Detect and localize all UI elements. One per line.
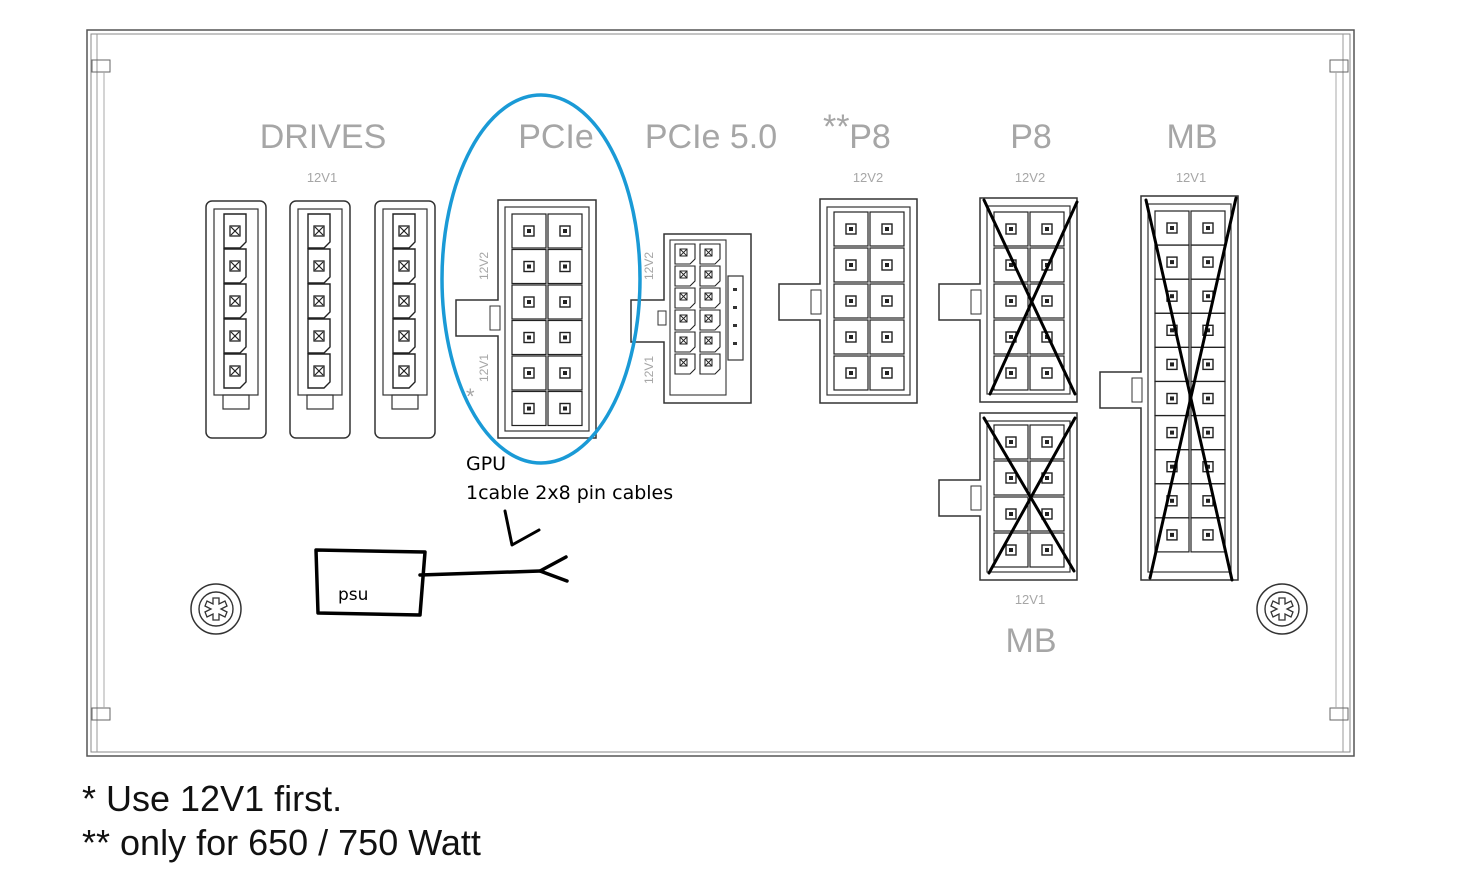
pin xyxy=(993,532,1029,568)
p8a-connector xyxy=(778,198,918,404)
pin xyxy=(674,331,696,353)
pcie-connector xyxy=(455,199,597,439)
pin xyxy=(1154,483,1190,519)
pin xyxy=(1190,210,1226,246)
psu-label: psu xyxy=(338,585,368,605)
pcie-highlight-ellipse xyxy=(440,93,642,465)
pin xyxy=(993,283,1029,319)
drive-connector-1 xyxy=(206,201,266,438)
mb-bottom-rail-label: 12V1 xyxy=(1015,592,1045,607)
pin xyxy=(1190,380,1226,417)
pin xyxy=(833,283,869,319)
pin xyxy=(547,319,583,356)
footnote-1: * Use 12V1 first. xyxy=(82,778,342,819)
mb-main-connector xyxy=(1099,195,1239,581)
screw-right xyxy=(1256,583,1308,635)
psu-panel xyxy=(86,29,1355,757)
pin xyxy=(833,211,869,247)
pin xyxy=(511,248,547,285)
pin xyxy=(547,390,583,427)
p8a-double-asterisk: ** xyxy=(823,108,849,146)
pin xyxy=(511,319,547,356)
p8a-rail-label: 12V2 xyxy=(853,170,883,185)
mb-bottom-header: MB xyxy=(1006,622,1057,660)
pin xyxy=(869,211,905,247)
pin xyxy=(699,287,721,309)
pin xyxy=(869,319,905,355)
pin xyxy=(869,247,905,283)
pin xyxy=(511,355,547,391)
pin xyxy=(699,331,721,353)
pin xyxy=(833,247,869,283)
mb-top-header: MB xyxy=(1167,118,1218,156)
screw-left xyxy=(190,583,242,635)
pin xyxy=(511,390,547,427)
footnote-2: ** only for 650 / 750 Watt xyxy=(82,822,481,863)
pin xyxy=(1190,278,1226,314)
pin xyxy=(547,213,583,249)
drives-rail-label: 12V1 xyxy=(307,170,337,185)
pin xyxy=(1154,380,1190,417)
pcie5-header: PCIe 5.0 xyxy=(645,118,777,156)
pin xyxy=(699,243,721,265)
pcie-upper-rail-label: 12V2 xyxy=(477,252,491,280)
pin xyxy=(1029,283,1065,319)
pin xyxy=(1029,532,1065,568)
mb-cpu-connector xyxy=(938,412,1078,581)
pcie5-connector xyxy=(630,233,752,404)
pin xyxy=(833,319,869,355)
pcie-header: PCIe xyxy=(518,118,594,156)
pin xyxy=(674,353,696,375)
p8a-pin-grid xyxy=(833,211,905,391)
pin xyxy=(511,213,547,249)
pin xyxy=(674,243,696,265)
pcie-asterisk: * xyxy=(466,384,475,409)
pin xyxy=(674,309,696,331)
cross-out-marks xyxy=(982,196,1238,582)
pin xyxy=(869,283,905,319)
pin xyxy=(1154,210,1190,246)
pin xyxy=(674,287,696,309)
pin xyxy=(699,353,721,375)
pin xyxy=(674,265,696,287)
p8b-rail-label: 12V2 xyxy=(1015,170,1045,185)
p8b-connector xyxy=(938,197,1078,403)
psu-box-drawing xyxy=(314,548,569,617)
pcie5-pin-grid xyxy=(674,243,721,375)
drive-connector-2 xyxy=(290,201,350,438)
pcie-lower-rail-label: 12V1 xyxy=(477,354,491,382)
pin xyxy=(547,284,583,320)
mb-top-rail-label: 12V1 xyxy=(1176,170,1206,185)
pin xyxy=(699,309,721,331)
p8a-header: P8 xyxy=(849,118,891,156)
pin xyxy=(1029,424,1065,460)
cables-annotation: 1cable 2x8 pin cables xyxy=(466,482,673,504)
pin xyxy=(833,355,869,391)
pin xyxy=(1190,483,1226,519)
p8b-header: P8 xyxy=(1010,118,1052,156)
pcie5-upper-rail-label: 12V2 xyxy=(642,252,656,280)
pin xyxy=(547,355,583,391)
gpu-annotation: GPU xyxy=(466,453,506,475)
pin xyxy=(869,355,905,391)
drives-header: DRIVES xyxy=(260,118,387,156)
pin xyxy=(511,284,547,320)
hand-arrow-icon xyxy=(503,509,541,547)
drive-connector-3 xyxy=(375,201,435,438)
pin xyxy=(993,247,1029,283)
pin xyxy=(699,265,721,287)
pcie-pin-grid xyxy=(511,213,583,427)
pcie5-lower-rail-label: 12V1 xyxy=(642,356,656,384)
pin xyxy=(547,248,583,285)
